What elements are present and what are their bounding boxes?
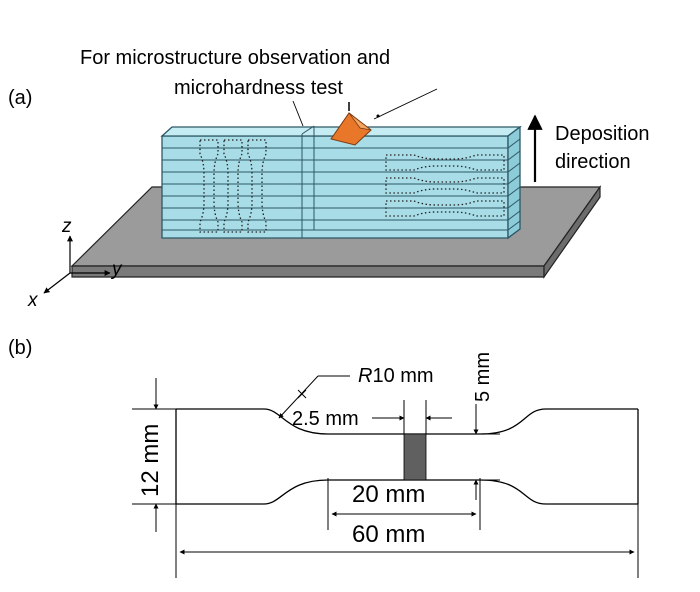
- vertical-specimens: [199, 139, 267, 233]
- dim-insert-width-label: 2.5 mm: [292, 408, 359, 430]
- panel-b-label: (b): [8, 337, 32, 359]
- deposited-block: [160, 125, 522, 240]
- dim-gauge-length: [327, 478, 481, 530]
- section-cut: [301, 125, 315, 238]
- axis-y-label: y: [110, 259, 123, 280]
- deposition-label-line2: direction: [555, 151, 631, 173]
- horizontal-specimens: [385, 154, 505, 217]
- panel-b: (b) 12 mm R10 mm 2.5: [8, 337, 639, 578]
- sample-insert: [403, 433, 427, 481]
- deposition-label-line1: Deposition: [555, 123, 650, 145]
- dim-grip-height: [132, 378, 180, 532]
- callout-text-line1: For microstructure observation and: [80, 47, 390, 69]
- indenter: [292, 88, 438, 146]
- panel-a-label: (a): [8, 87, 32, 109]
- dim-gauge-length-label: 20 mm: [352, 481, 425, 508]
- dim-thickness-label: 5 mm: [472, 352, 494, 402]
- panel-a: (a) For microstructure observation and m…: [8, 47, 650, 311]
- radius-symbol: R: [358, 365, 372, 387]
- dim-total-length-label: 60 mm: [352, 521, 425, 548]
- dim-total-length: [175, 504, 639, 578]
- callout-text-line2: microhardness test: [174, 77, 343, 99]
- coordinate-axes: z y x: [27, 216, 123, 311]
- radius-callout: R10 mm: [278, 365, 434, 419]
- dim-thickness: [456, 404, 500, 500]
- axis-x-label: x: [27, 290, 39, 311]
- radius-value: 10 mm: [372, 365, 433, 387]
- dim-grip-height-label: 12 mm: [137, 424, 164, 497]
- svg-text:R10 mm: R10 mm: [358, 365, 434, 387]
- axis-z-label: z: [61, 216, 72, 237]
